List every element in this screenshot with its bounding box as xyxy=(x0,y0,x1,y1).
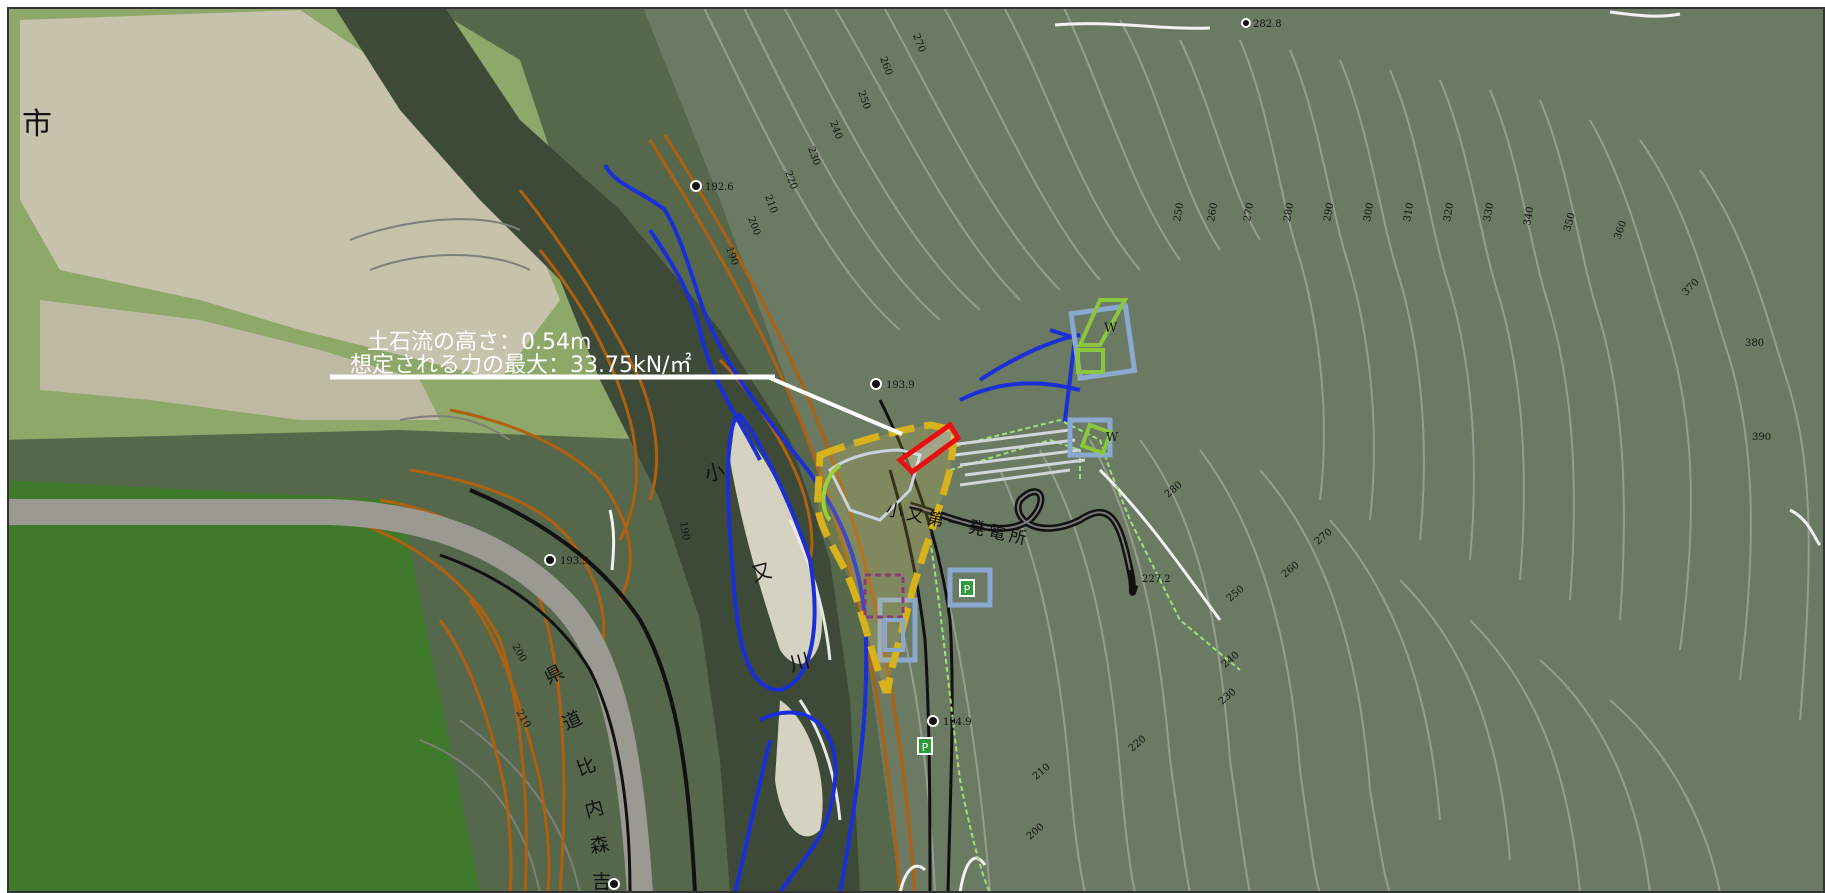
gravel-bar xyxy=(730,420,822,664)
contour-label: 380 xyxy=(1745,338,1764,349)
spot-height-5: 227.2 xyxy=(1142,574,1171,585)
gravel-terrace-lower xyxy=(40,300,440,420)
debris-flow-annotation: 土石流の高さ：0.54m 想定される力の最大：33.75kN/㎡ xyxy=(350,330,692,378)
lowland-contours xyxy=(349,218,581,893)
river-water xyxy=(335,8,860,893)
road-char-5: 森 xyxy=(588,833,611,858)
contour-label: 340 xyxy=(1522,206,1536,227)
road-char-6: 吉 xyxy=(592,871,611,893)
river-outline xyxy=(603,163,1085,893)
facility-boundary xyxy=(929,418,1241,893)
access-road-edge xyxy=(878,399,954,893)
tank-outlines xyxy=(1076,298,1129,456)
spot-height-2: 193.9 xyxy=(886,380,915,391)
target-building xyxy=(896,421,962,476)
contour-label: 270 xyxy=(1242,202,1256,223)
debris-flow-hazard-zone xyxy=(814,421,959,694)
annotation-leader-line xyxy=(769,376,903,436)
penstock-steps xyxy=(949,428,1086,487)
hazard-inner-outline xyxy=(828,448,922,522)
outbuilding-2 xyxy=(883,618,905,652)
contour-label: 190 xyxy=(677,521,691,542)
access-road-edge-2 xyxy=(888,469,932,893)
hazard-left-arc xyxy=(821,463,842,522)
spot-height-dots xyxy=(544,18,1251,890)
map-frame xyxy=(7,7,1825,893)
contour-label: 310 xyxy=(1402,202,1416,223)
switchback-road-core xyxy=(909,490,1131,571)
spot-height-6: 282.8 xyxy=(1253,19,1282,30)
contour-lines xyxy=(702,8,1810,893)
gravel-bar-2 xyxy=(775,700,823,837)
power-marker-2: P xyxy=(917,737,933,755)
contour-label: 290 xyxy=(1322,202,1336,223)
power-label-2: P xyxy=(922,741,929,754)
prefectural-road xyxy=(8,499,653,893)
river-bank-lines xyxy=(788,519,842,821)
spot-height-4: 194.9 xyxy=(943,717,972,728)
lowland-forest xyxy=(8,480,480,893)
city-label: 市 xyxy=(22,107,52,142)
contour-label: 350 xyxy=(1562,211,1578,232)
contour-label: 390 xyxy=(1752,432,1771,443)
contour-label: 260 xyxy=(1206,202,1220,223)
contour-label: 280 xyxy=(1282,202,1296,223)
spot-height-1: 192.6 xyxy=(705,182,734,193)
annotation-max-force: 想定される力の最大：33.75kN/㎡ xyxy=(350,352,692,378)
contour-label: 330 xyxy=(1482,202,1496,223)
power-label-1: P xyxy=(964,583,971,596)
contour-label: 250 xyxy=(1172,202,1186,223)
contour-label: 320 xyxy=(1442,202,1456,223)
water-tank-label-2: W xyxy=(1106,430,1119,444)
annotation-flow-height: 土石流の高さ：0.54m xyxy=(367,330,591,355)
road-edge-inner xyxy=(439,553,632,893)
power-marker-1: P xyxy=(959,579,975,597)
facility-outlines xyxy=(877,303,1138,663)
contour-label: 300 xyxy=(1362,202,1376,223)
spot-height-labels: 192.6 193.9 193.9 194.9 227.2 282.8 xyxy=(560,19,1282,728)
water-tank-label-1: W xyxy=(1104,321,1118,336)
road-edge-outer xyxy=(469,488,697,893)
spot-height-3: 193.9 xyxy=(560,556,589,567)
